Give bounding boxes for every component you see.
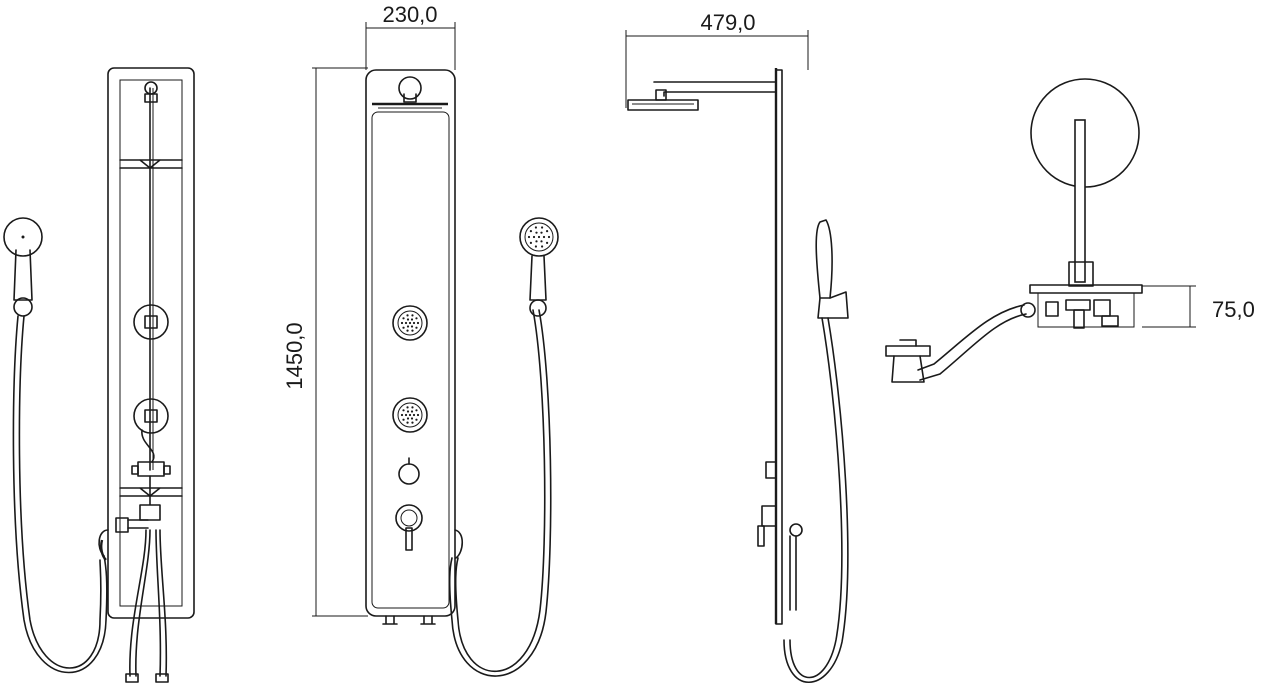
nozzle-dot <box>535 231 538 234</box>
bracket-upper <box>119 159 183 169</box>
nozzle-dot <box>532 235 536 239</box>
nozzle-dot <box>410 318 414 321</box>
panel-outline <box>107 67 195 619</box>
panel-inner <box>119 79 183 607</box>
nozzle-dot <box>404 321 408 325</box>
nozzle-dot <box>540 231 543 234</box>
inlet-hose-left <box>129 529 147 677</box>
nozzle-dot <box>535 240 538 243</box>
nozzle-dot <box>529 230 533 233</box>
diverter-handle <box>395 504 423 532</box>
back-view <box>3 67 195 683</box>
nozzle-dot <box>416 321 420 325</box>
front-hand-shower-handle <box>529 255 547 301</box>
hand-shower-handle <box>13 249 33 301</box>
nozzle-dot <box>402 317 405 320</box>
nozzle-dot <box>415 409 418 412</box>
nozzle-dot <box>415 418 418 421</box>
nozzle-dot <box>402 409 405 412</box>
nozzle-dot <box>400 321 404 325</box>
front-shower-hose <box>454 309 546 673</box>
nozzle-dot <box>406 421 409 424</box>
top-holder <box>885 345 931 357</box>
nozzle-dot <box>406 314 409 317</box>
nozzle-dot <box>406 417 410 420</box>
body-jet-1 <box>392 305 428 341</box>
nozzle-dot <box>411 314 414 317</box>
nozzle-dot <box>410 417 414 420</box>
nozzle-dot <box>540 226 544 229</box>
nozzle-dot <box>402 418 405 421</box>
nozzle-dot <box>411 329 414 332</box>
front-panel-inset <box>371 111 450 609</box>
side-diverter <box>761 505 777 527</box>
nozzle-dot <box>406 410 410 413</box>
nozzle-dot <box>411 421 414 424</box>
dim-label-width: 230,0 <box>382 2 437 27</box>
nozzle-dot <box>402 326 405 329</box>
nozzle-dot <box>415 326 418 329</box>
nozzle-dot <box>529 241 533 244</box>
nozzle-dot <box>406 318 410 321</box>
temperature-knob <box>398 463 420 485</box>
inlet-foot-right <box>420 615 436 625</box>
nozzle-dot <box>406 329 409 332</box>
nozzle-dot <box>542 235 546 239</box>
nozzle-dot <box>540 245 544 248</box>
rear-jet-2 <box>133 398 169 434</box>
rear-jet-1 <box>133 304 169 340</box>
front-view: 230,0 1450,0 <box>282 2 559 677</box>
nozzle-dot <box>408 321 412 325</box>
shower-hose <box>12 315 108 674</box>
side-hose <box>789 317 843 679</box>
top-hose <box>917 304 1025 371</box>
dim-label-depth: 479,0 <box>700 10 755 35</box>
nozzle-dot <box>411 406 414 409</box>
nozzle-dot <box>545 230 549 233</box>
nozzle-dot <box>545 241 549 244</box>
mixer-block <box>137 461 165 477</box>
nozzle-dot <box>410 325 414 328</box>
side-view: 479,0 <box>625 10 849 683</box>
nozzle-dot <box>534 226 538 229</box>
nozzle-dot <box>540 240 543 243</box>
side-holder <box>817 291 849 319</box>
bracket-lower <box>119 487 183 497</box>
nozzle-dot <box>527 235 531 239</box>
dim-label-top: 75,0 <box>1212 297 1255 322</box>
inlet-hose-right <box>155 529 162 677</box>
nozzle-dot <box>416 413 420 417</box>
front-hand-shower-head <box>519 217 559 257</box>
nozzle-dot <box>400 413 404 417</box>
inlet-foot-left <box>382 615 398 625</box>
diverter-lever <box>405 527 413 551</box>
top-view: 75,0 <box>885 78 1255 383</box>
nozzle-dot <box>534 245 538 248</box>
hand-shower-head <box>3 217 43 257</box>
top-fitting <box>144 81 158 95</box>
nozzle-dot <box>415 317 418 320</box>
nozzle-dot <box>404 413 408 417</box>
nozzle-dot <box>547 235 551 239</box>
nozzle-dot <box>408 413 412 417</box>
panel-top-box <box>1037 292 1135 328</box>
rain-head-side <box>627 99 699 111</box>
nozzle-dot <box>412 413 416 417</box>
shower-arm-top <box>1074 119 1086 283</box>
front-panel <box>365 69 456 617</box>
nozzle-dot <box>410 410 414 413</box>
body-jet-2 <box>392 397 428 433</box>
side-hose-connector <box>789 523 803 537</box>
shower-arm-ring <box>398 76 422 100</box>
nozzle-dot <box>406 325 410 328</box>
side-hand-shower <box>815 219 833 299</box>
side-knob <box>765 461 777 479</box>
shower-arm <box>653 81 777 97</box>
nozzle-dot <box>537 235 541 239</box>
dim-label-height: 1450,0 <box>282 322 307 389</box>
nozzle-dot <box>406 406 409 409</box>
nozzle-dot <box>412 321 416 325</box>
